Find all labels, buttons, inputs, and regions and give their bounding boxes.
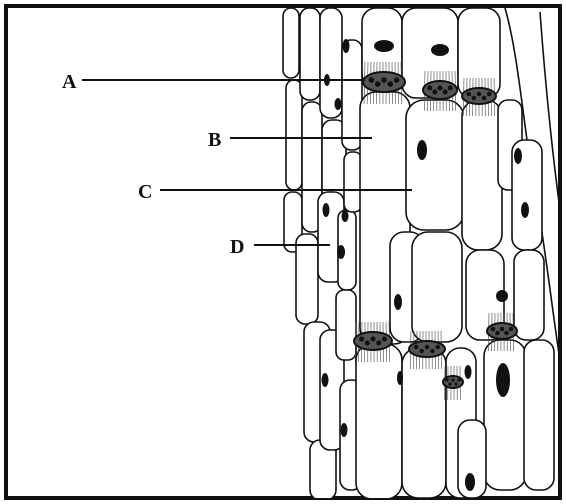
sieve-pore bbox=[427, 85, 432, 90]
sieve-pore bbox=[436, 345, 440, 349]
sieve-pore bbox=[430, 349, 434, 353]
sieve-pore bbox=[482, 96, 486, 100]
sieve-pore bbox=[382, 336, 387, 341]
cell-drawing bbox=[283, 8, 560, 500]
label-a: A bbox=[62, 71, 77, 93]
sieve-pore bbox=[467, 92, 471, 96]
sieve-pore bbox=[370, 336, 375, 341]
sieve-pore bbox=[394, 77, 400, 83]
sieve-pore bbox=[443, 89, 448, 94]
sieve-pore bbox=[388, 81, 394, 87]
sieve-pore bbox=[375, 81, 381, 87]
sieve-pore bbox=[509, 327, 513, 331]
sieve-pore bbox=[491, 327, 495, 331]
sieve-pore bbox=[500, 327, 504, 331]
sieve-pore bbox=[448, 382, 451, 385]
sieve-pore bbox=[495, 331, 499, 335]
sieve-pore bbox=[448, 85, 453, 90]
label-b: B bbox=[208, 129, 221, 151]
sieve-pore bbox=[445, 378, 448, 381]
sieve-pore bbox=[425, 345, 429, 349]
sieve-pore bbox=[376, 340, 381, 345]
sieve-pore bbox=[454, 382, 457, 385]
sieve-pore bbox=[487, 92, 491, 96]
sieve-pore bbox=[419, 349, 423, 353]
sieve-pore bbox=[457, 378, 460, 381]
sieve-pore bbox=[414, 345, 418, 349]
sieve-pore bbox=[432, 89, 437, 94]
label-d: D bbox=[230, 236, 244, 258]
sieve-pore bbox=[381, 77, 387, 83]
sieve-plate bbox=[443, 376, 463, 388]
sieve-pore bbox=[451, 378, 454, 381]
label-c: C bbox=[138, 181, 152, 203]
sieve-pore bbox=[477, 92, 481, 96]
sieve-pore bbox=[504, 331, 508, 335]
sieve-pore bbox=[369, 77, 375, 83]
sieve-pore bbox=[365, 340, 370, 345]
sieve-pore bbox=[359, 336, 364, 341]
sieve-pore bbox=[472, 96, 476, 100]
sieve-pore bbox=[437, 85, 442, 90]
